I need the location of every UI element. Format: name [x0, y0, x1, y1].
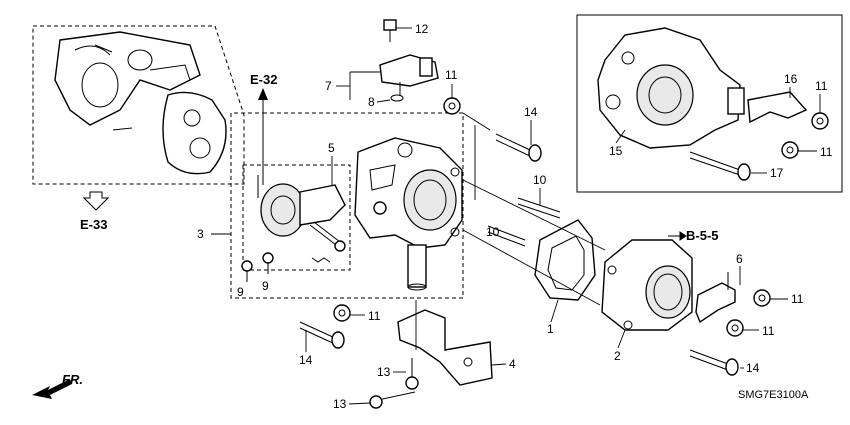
sensor-7-part	[379, 19, 439, 102]
e33-reference[interactable]: E-33	[80, 191, 110, 232]
callout-13a: 13	[377, 365, 391, 379]
bolt-13-part	[369, 358, 419, 409]
callout-11b: 11	[368, 309, 381, 323]
callout-15: 15	[609, 144, 623, 158]
callout-4: 4	[509, 357, 516, 371]
stud-bolts-10	[487, 197, 561, 247]
callout-7: 7	[325, 79, 332, 93]
callout-13b: 13	[333, 397, 347, 411]
callout-11a: 11	[445, 68, 458, 82]
callout-17: 17	[770, 166, 784, 180]
front-direction-indicator: FR.	[32, 372, 83, 399]
callout-12: 12	[415, 22, 429, 36]
callout-11c: 11	[791, 292, 804, 306]
actuator-part	[257, 175, 346, 263]
e32-label: E-32	[250, 72, 277, 87]
bracket-6-part	[695, 272, 736, 324]
callout-11f: 11	[820, 145, 833, 159]
manifold-detail-box	[32, 25, 245, 185]
bracket-4-part	[397, 309, 493, 386]
callout-9a: 9	[237, 285, 244, 299]
throttle-detail-box	[576, 14, 843, 193]
outlet-part	[601, 239, 693, 331]
callout-numbers: 1 2 3 4 5 6 7 8 9 9 10 10 11 11 11 11 11…	[197, 22, 833, 411]
actuator-subbox	[242, 164, 351, 271]
callout-10a: 10	[533, 173, 547, 187]
callout-1: 1	[547, 322, 554, 336]
callout-2: 2	[614, 349, 621, 363]
screw-9-pair	[241, 252, 274, 282]
callout-3: 3	[197, 227, 204, 241]
bolt-14-part	[299, 133, 739, 376]
callout-10b: 10	[486, 225, 500, 239]
callout-14b: 14	[299, 353, 313, 367]
callout-11d: 11	[762, 324, 775, 338]
e33-label: E-33	[80, 217, 107, 232]
b55-reference[interactable]: B-5-5	[668, 228, 719, 243]
callout-14a: 14	[524, 105, 538, 119]
b55-label: B-5-5	[686, 228, 719, 243]
assembly-outline	[211, 112, 464, 299]
diagram-part-code: SMG7E3100A	[738, 389, 809, 401]
front-label: FR.	[62, 372, 83, 387]
callout-6: 6	[736, 252, 743, 266]
callout-9b: 9	[262, 279, 269, 293]
nuts-11-part	[333, 97, 771, 337]
callout-8: 8	[368, 95, 375, 109]
callout-11e: 11	[815, 79, 828, 93]
callout-14c: 14	[746, 361, 760, 375]
front-arrow-icon	[32, 379, 72, 399]
callout-16: 16	[784, 72, 798, 86]
gasket-part	[534, 219, 596, 301]
alignment-lines	[415, 112, 606, 350]
callout-5: 5	[328, 141, 335, 155]
e32-reference[interactable]: E-32	[250, 72, 277, 185]
main-housing-part	[354, 137, 463, 291]
